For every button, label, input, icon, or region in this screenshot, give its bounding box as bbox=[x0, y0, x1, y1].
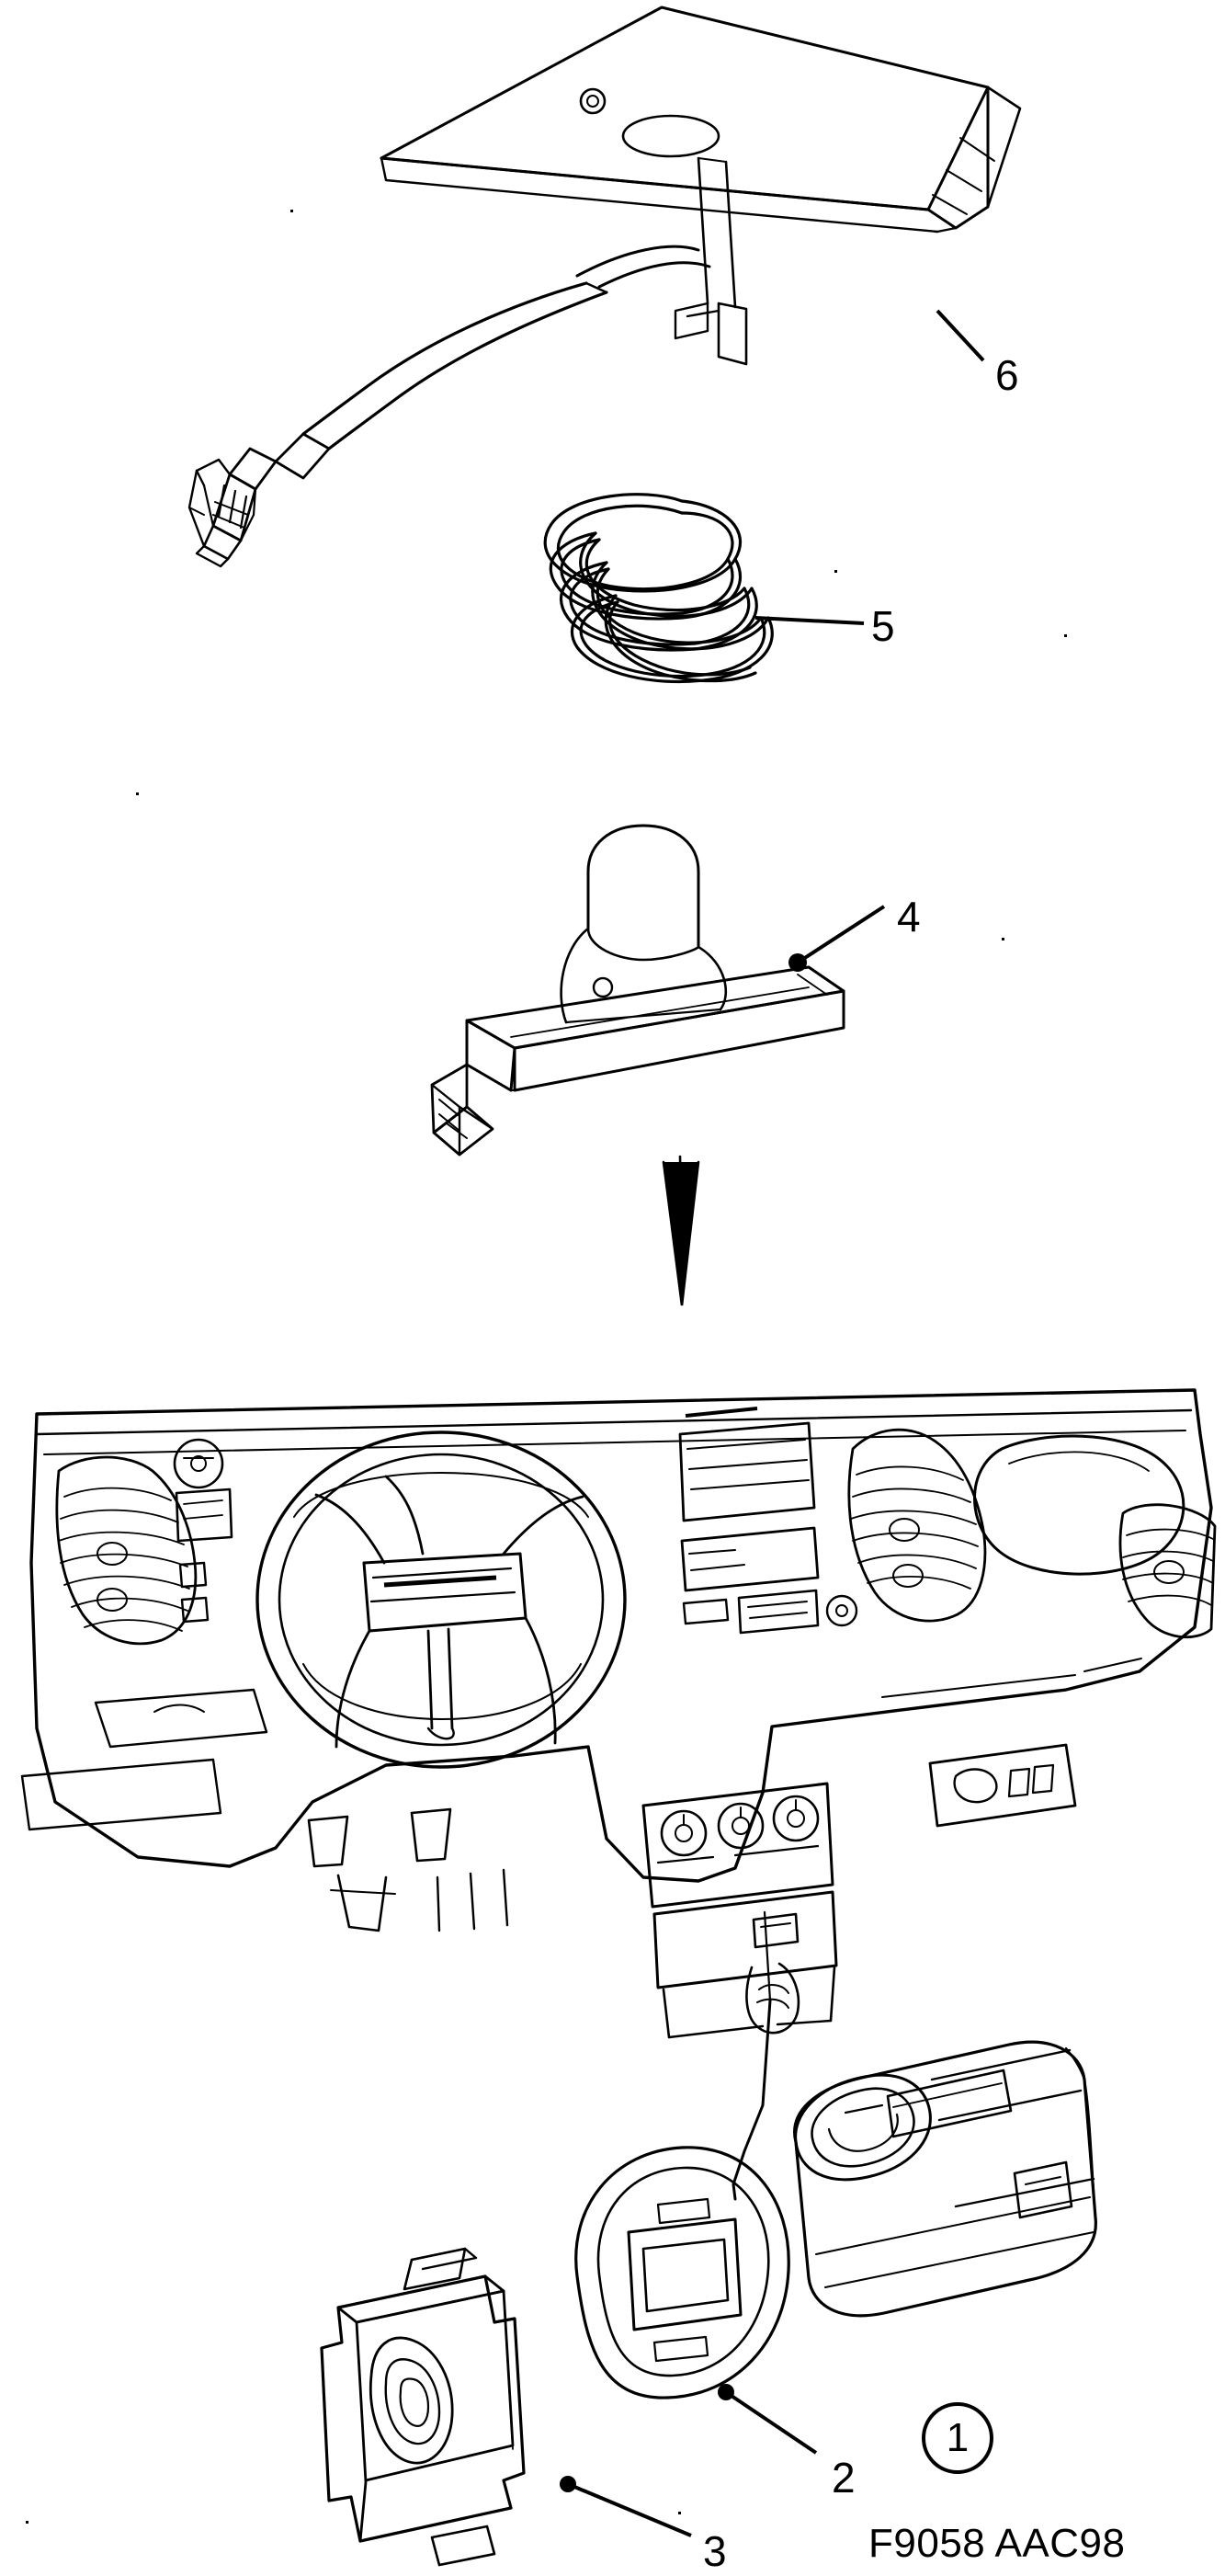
part-4-sensor-module bbox=[430, 824, 886, 1157]
callout-number-2: 2 bbox=[832, 2454, 856, 2502]
callout-circle-1: 1 bbox=[922, 2402, 993, 2474]
callout-number-6: 6 bbox=[995, 351, 1019, 399]
callout-number-4: 4 bbox=[897, 893, 921, 940]
callout-number-3: 3 bbox=[703, 2527, 727, 2575]
assembly-arrow-sensor-to-dash bbox=[662, 1155, 700, 1306]
ignition-location-leader bbox=[732, 1910, 772, 2201]
part-5-coil-spring bbox=[543, 493, 865, 684]
callout-number-5: 5 bbox=[871, 602, 895, 650]
dashboard-assembly bbox=[20, 1388, 1217, 2039]
figure-caption: F9058 AAC98 bbox=[868, 2521, 1126, 2566]
callout-circle-1-label: 1 bbox=[946, 2415, 970, 2460]
part-1-lock-barrel-housing bbox=[793, 2040, 1097, 2318]
scan-specks bbox=[26, 210, 1067, 2524]
part-6-lid-panel bbox=[187, 6, 1022, 568]
part-3-lock-cover-block bbox=[320, 2247, 692, 2567]
part-2-lock-bezel-ring bbox=[574, 2146, 818, 2455]
